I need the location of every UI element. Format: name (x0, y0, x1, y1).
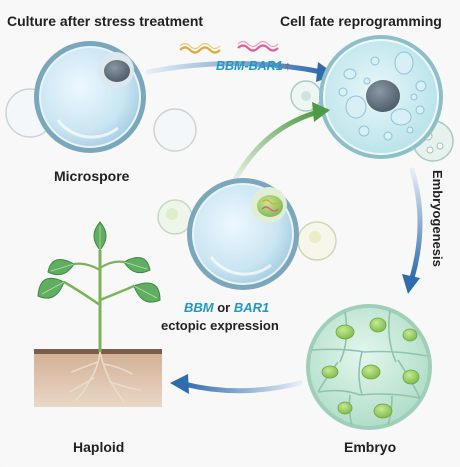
arrow-embryogenesis (402, 167, 423, 294)
label-gene-or: or (214, 300, 234, 315)
label-fate: Cell fate reprogramming (280, 13, 442, 29)
label-gene-bar1: BAR1 (234, 300, 269, 315)
label-embryo: Embryo (344, 439, 396, 455)
label-arrow-gene-name: BBM-BAR1 (216, 59, 283, 73)
label-gene-names: BBM or BAR1 (184, 300, 269, 315)
label-arrow-gene: BBM-BAR1↑ (216, 59, 291, 73)
reprogrammed-cell-illustration (290, 35, 454, 162)
label-embryogenesis: Embryogenesis (430, 170, 445, 267)
label-gene-bbm: BBM (184, 300, 215, 315)
arrow-ectopic-to-reprogramming (229, 102, 330, 188)
label-microspore: Microspore (54, 168, 130, 184)
up-arrow-icon: ↑ (285, 59, 291, 73)
microspore-illustration (5, 41, 197, 153)
haploid-plant-illustration (34, 221, 162, 407)
arrow-to-haploid (170, 374, 303, 394)
ectopic-cell-illustration (157, 178, 337, 290)
label-culture: Culture after stress treatment (7, 13, 203, 29)
embryo-illustration (306, 304, 432, 430)
label-haploid: Haploid (73, 439, 124, 455)
gene-strands-icon (179, 40, 279, 54)
label-ectopic: ectopic expression (161, 318, 279, 333)
